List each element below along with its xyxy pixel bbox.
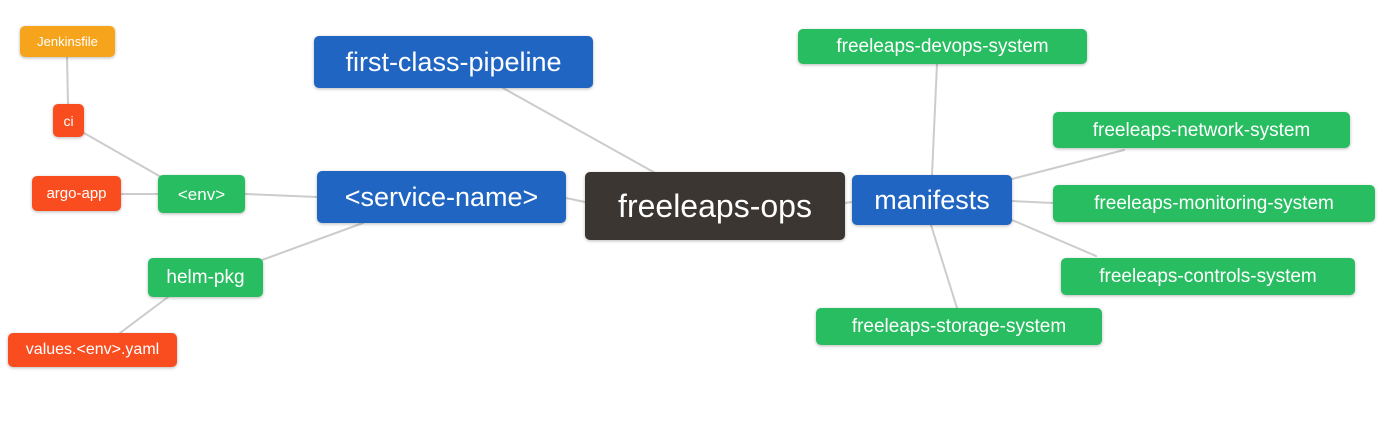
node-argo-app[interactable]: argo-app [32, 176, 121, 211]
node-label: ci [63, 112, 74, 129]
edge-ci--env [83, 132, 162, 178]
node-freeleaps-monitoring-system[interactable]: freeleaps-monitoring-system [1053, 185, 1375, 222]
node-label: <env> [177, 184, 226, 204]
edge-jenkinsfile--ci [66, 56, 69, 105]
node-jenkinsfile[interactable]: Jenkinsfile [20, 26, 115, 57]
edge-manifests--freeleaps-network-system [1011, 149, 1125, 180]
node-manifests[interactable]: manifests [852, 175, 1012, 225]
node-label: argo-app [46, 185, 107, 202]
edge-freeleaps-ops--manifests [844, 201, 853, 204]
edge-manifests--freeleaps-monitoring-system [1011, 200, 1054, 204]
node-label: freeleaps-network-system [1092, 119, 1311, 141]
node-freeleaps-network-system[interactable]: freeleaps-network-system [1053, 112, 1350, 148]
edge-env--service-name [244, 193, 318, 198]
node-env[interactable]: <env> [158, 175, 245, 213]
edge-service-name--freeleaps-ops [565, 197, 586, 203]
node-label: freeleaps-monitoring-system [1094, 193, 1334, 214]
node-label: freeleaps-storage-system [851, 316, 1067, 337]
edge-first-class-pipeline--freeleaps-ops [502, 87, 658, 175]
node-freeleaps-storage-system[interactable]: freeleaps-storage-system [816, 308, 1102, 345]
node-label: <service-name> [344, 181, 539, 212]
node-ci[interactable]: ci [53, 104, 84, 137]
edge-manifests--freeleaps-devops-system [931, 63, 938, 176]
node-helm-pkg[interactable]: helm-pkg [148, 258, 263, 297]
node-label: values.<env>.yaml [25, 341, 160, 358]
edge-manifests--freeleaps-controls-system [1011, 219, 1097, 257]
edge-values-env-yaml--helm-pkg [119, 296, 169, 334]
node-freeleaps-controls-system[interactable]: freeleaps-controls-system [1061, 258, 1355, 295]
node-freeleaps-ops[interactable]: freeleaps-ops [585, 172, 845, 240]
node-label: first-class-pipeline [345, 46, 562, 77]
edge-manifests--freeleaps-storage-system [930, 224, 958, 309]
node-label: manifests [874, 184, 990, 215]
node-label: freeleaps-controls-system [1099, 266, 1317, 287]
node-freeleaps-devops-system[interactable]: freeleaps-devops-system [798, 29, 1087, 64]
node-label: Jenkinsfile [37, 34, 98, 49]
node-first-class-pipeline[interactable]: first-class-pipeline [314, 36, 593, 88]
edge-helm-pkg--service-name [261, 222, 364, 261]
node-label: freeleaps-ops [618, 188, 812, 224]
node-label: freeleaps-devops-system [836, 36, 1049, 57]
node-values-env-yaml[interactable]: values.<env>.yaml [8, 333, 177, 367]
node-label: helm-pkg [166, 267, 245, 288]
node-service-name[interactable]: <service-name> [317, 171, 566, 223]
